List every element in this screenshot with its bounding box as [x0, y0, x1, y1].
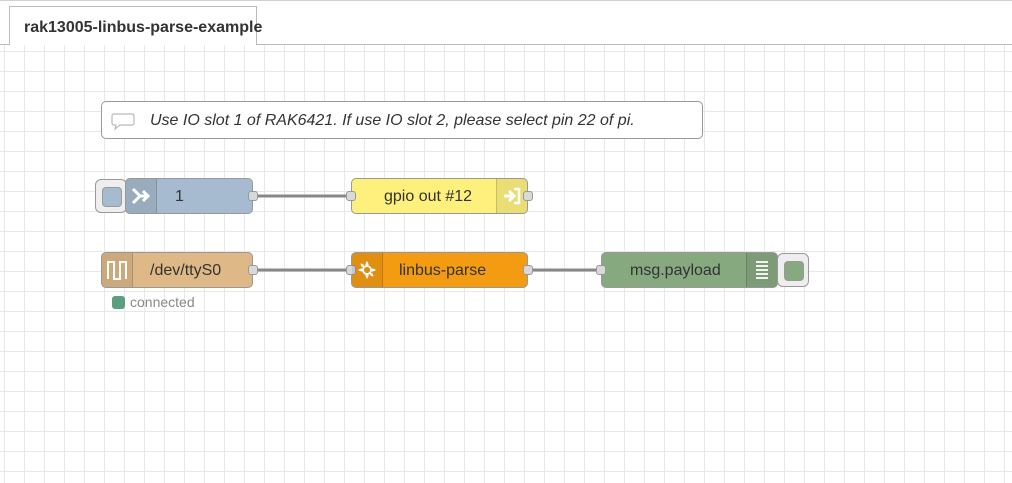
gpio-output-port[interactable] — [523, 191, 533, 201]
debug-node[interactable]: msg.payload — [596, 252, 778, 288]
linbus-parse-node[interactable]: linbus-parse — [346, 252, 533, 288]
serial-wave-icon — [102, 253, 133, 287]
serial-output-port[interactable] — [248, 265, 258, 275]
status-text: connected — [130, 294, 195, 310]
gpio-input-port[interactable] — [346, 191, 356, 201]
gear-lotus-icon — [352, 253, 383, 287]
comment-text: Use IO slot 1 of RAK6421. If use IO slot… — [150, 112, 635, 129]
list-icon — [746, 253, 777, 287]
debug-input-port[interactable] — [596, 265, 606, 275]
tab-flow[interactable]: rak13005-linbus-parse-example — [9, 6, 262, 47]
debug-label: msg.payload — [630, 262, 721, 279]
comment-node[interactable]: Use IO slot 1 of RAK6421. If use IO slot… — [101, 101, 703, 139]
linbus-input-port[interactable] — [346, 265, 356, 275]
workspace-tab-bar: rak13005-linbus-parse-example — [0, 0, 1012, 47]
serial-in-node[interactable]: /dev/ttyS0 — [101, 252, 258, 288]
status-dot — [112, 295, 125, 309]
linbus-output-port[interactable] — [523, 265, 533, 275]
serial-label: /dev/ttyS0 — [150, 262, 222, 279]
speech-bubble-icon — [111, 112, 135, 135]
arrow-right-icon — [126, 179, 157, 213]
serial-status: connected — [112, 294, 195, 310]
gpio-out-node[interactable]: gpio out #12 — [346, 178, 533, 214]
gpio-label: gpio out #12 — [384, 188, 473, 205]
inject-label: 1 — [175, 188, 184, 205]
linbus-label: linbus-parse — [399, 262, 487, 279]
debug-toggle-button[interactable] — [777, 253, 809, 287]
inject-node[interactable]: 1 — [125, 178, 258, 214]
inject-trigger-button[interactable] — [95, 179, 127, 213]
sign-in-icon — [496, 179, 527, 213]
inject-output-port[interactable] — [248, 191, 258, 201]
